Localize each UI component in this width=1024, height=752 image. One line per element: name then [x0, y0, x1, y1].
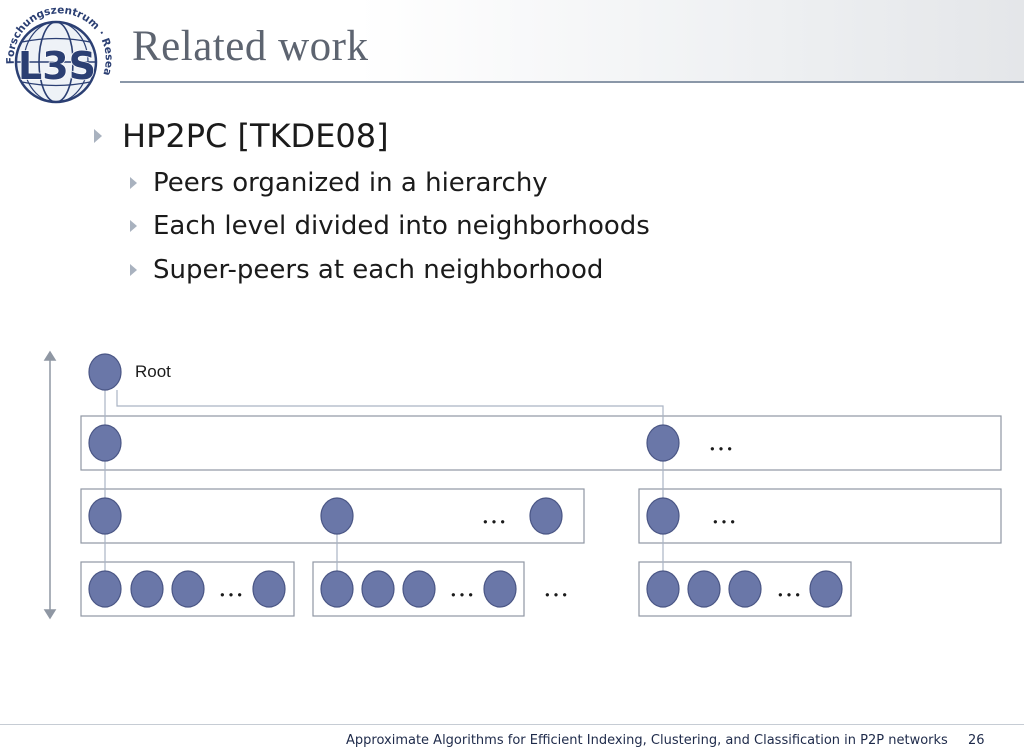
peer-node — [728, 570, 762, 608]
ellipsis-label: … — [218, 573, 244, 603]
super-peer-node — [320, 497, 354, 535]
logo-wordmark: L3S — [18, 44, 96, 88]
l3s-logo: Forschungszentrum · Research Center L3S — [4, 2, 115, 104]
peer-node — [320, 570, 354, 608]
sub-bullet: Each level divided into neighborhoods — [130, 211, 650, 241]
super-peer-node — [646, 497, 680, 535]
level-2-neighborhood-right — [638, 488, 1002, 544]
ellipsis-label: … — [449, 573, 475, 603]
root-label: Root — [135, 362, 171, 381]
sub-bullet: Super-peers at each neighborhood — [130, 255, 603, 285]
ellipsis-label: … — [543, 573, 569, 603]
super-peer-node — [88, 497, 122, 535]
level-1-neighborhood — [80, 415, 1002, 471]
super-peer-node — [88, 424, 122, 462]
root-connector — [116, 390, 664, 426]
header-divider — [120, 81, 1024, 83]
sub-bullet: Peers organized in a hierarchy — [130, 168, 548, 198]
peer-node — [687, 570, 721, 608]
ellipsis-label: … — [708, 427, 734, 457]
peer-node — [646, 570, 680, 608]
sub-bullet-text: Each level divided into neighborhoods — [153, 211, 650, 241]
peer-node — [130, 570, 164, 608]
hierarchy-depth-arrow — [43, 350, 57, 620]
peer-node — [809, 570, 843, 608]
bullet-arrow-icon — [130, 177, 137, 189]
sub-bullet-text: Peers organized in a hierarchy — [153, 168, 548, 198]
peer-node — [483, 570, 517, 608]
page-title: Related work — [132, 23, 369, 70]
ellipsis-label: … — [481, 500, 507, 530]
hierarchy-diagram: Root … … … … … … … — [43, 350, 1002, 620]
bullet-main: HP2PC [TKDE08] — [94, 117, 389, 155]
super-peer-node — [529, 497, 563, 535]
peer-node — [361, 570, 395, 608]
peer-node — [88, 570, 122, 608]
bullet-main-text: HP2PC [TKDE08] — [122, 117, 389, 155]
peer-node — [402, 570, 436, 608]
bullet-arrow-icon — [94, 129, 102, 143]
bullet-arrow-icon — [130, 264, 137, 276]
peer-node — [252, 570, 286, 608]
bullet-arrow-icon — [130, 220, 137, 232]
footer-text: Approximate Algorithms for Efficient Ind… — [346, 733, 948, 748]
super-peer-node — [646, 424, 680, 462]
header-band — [0, 0, 1024, 82]
root-peer-node — [88, 353, 122, 391]
page-number: 26 — [968, 733, 985, 748]
ellipsis-label: … — [776, 573, 802, 603]
peer-node — [171, 570, 205, 608]
sub-bullet-text: Super-peers at each neighborhood — [153, 255, 604, 285]
ellipsis-label: … — [711, 500, 737, 530]
footer-divider — [0, 724, 1024, 725]
